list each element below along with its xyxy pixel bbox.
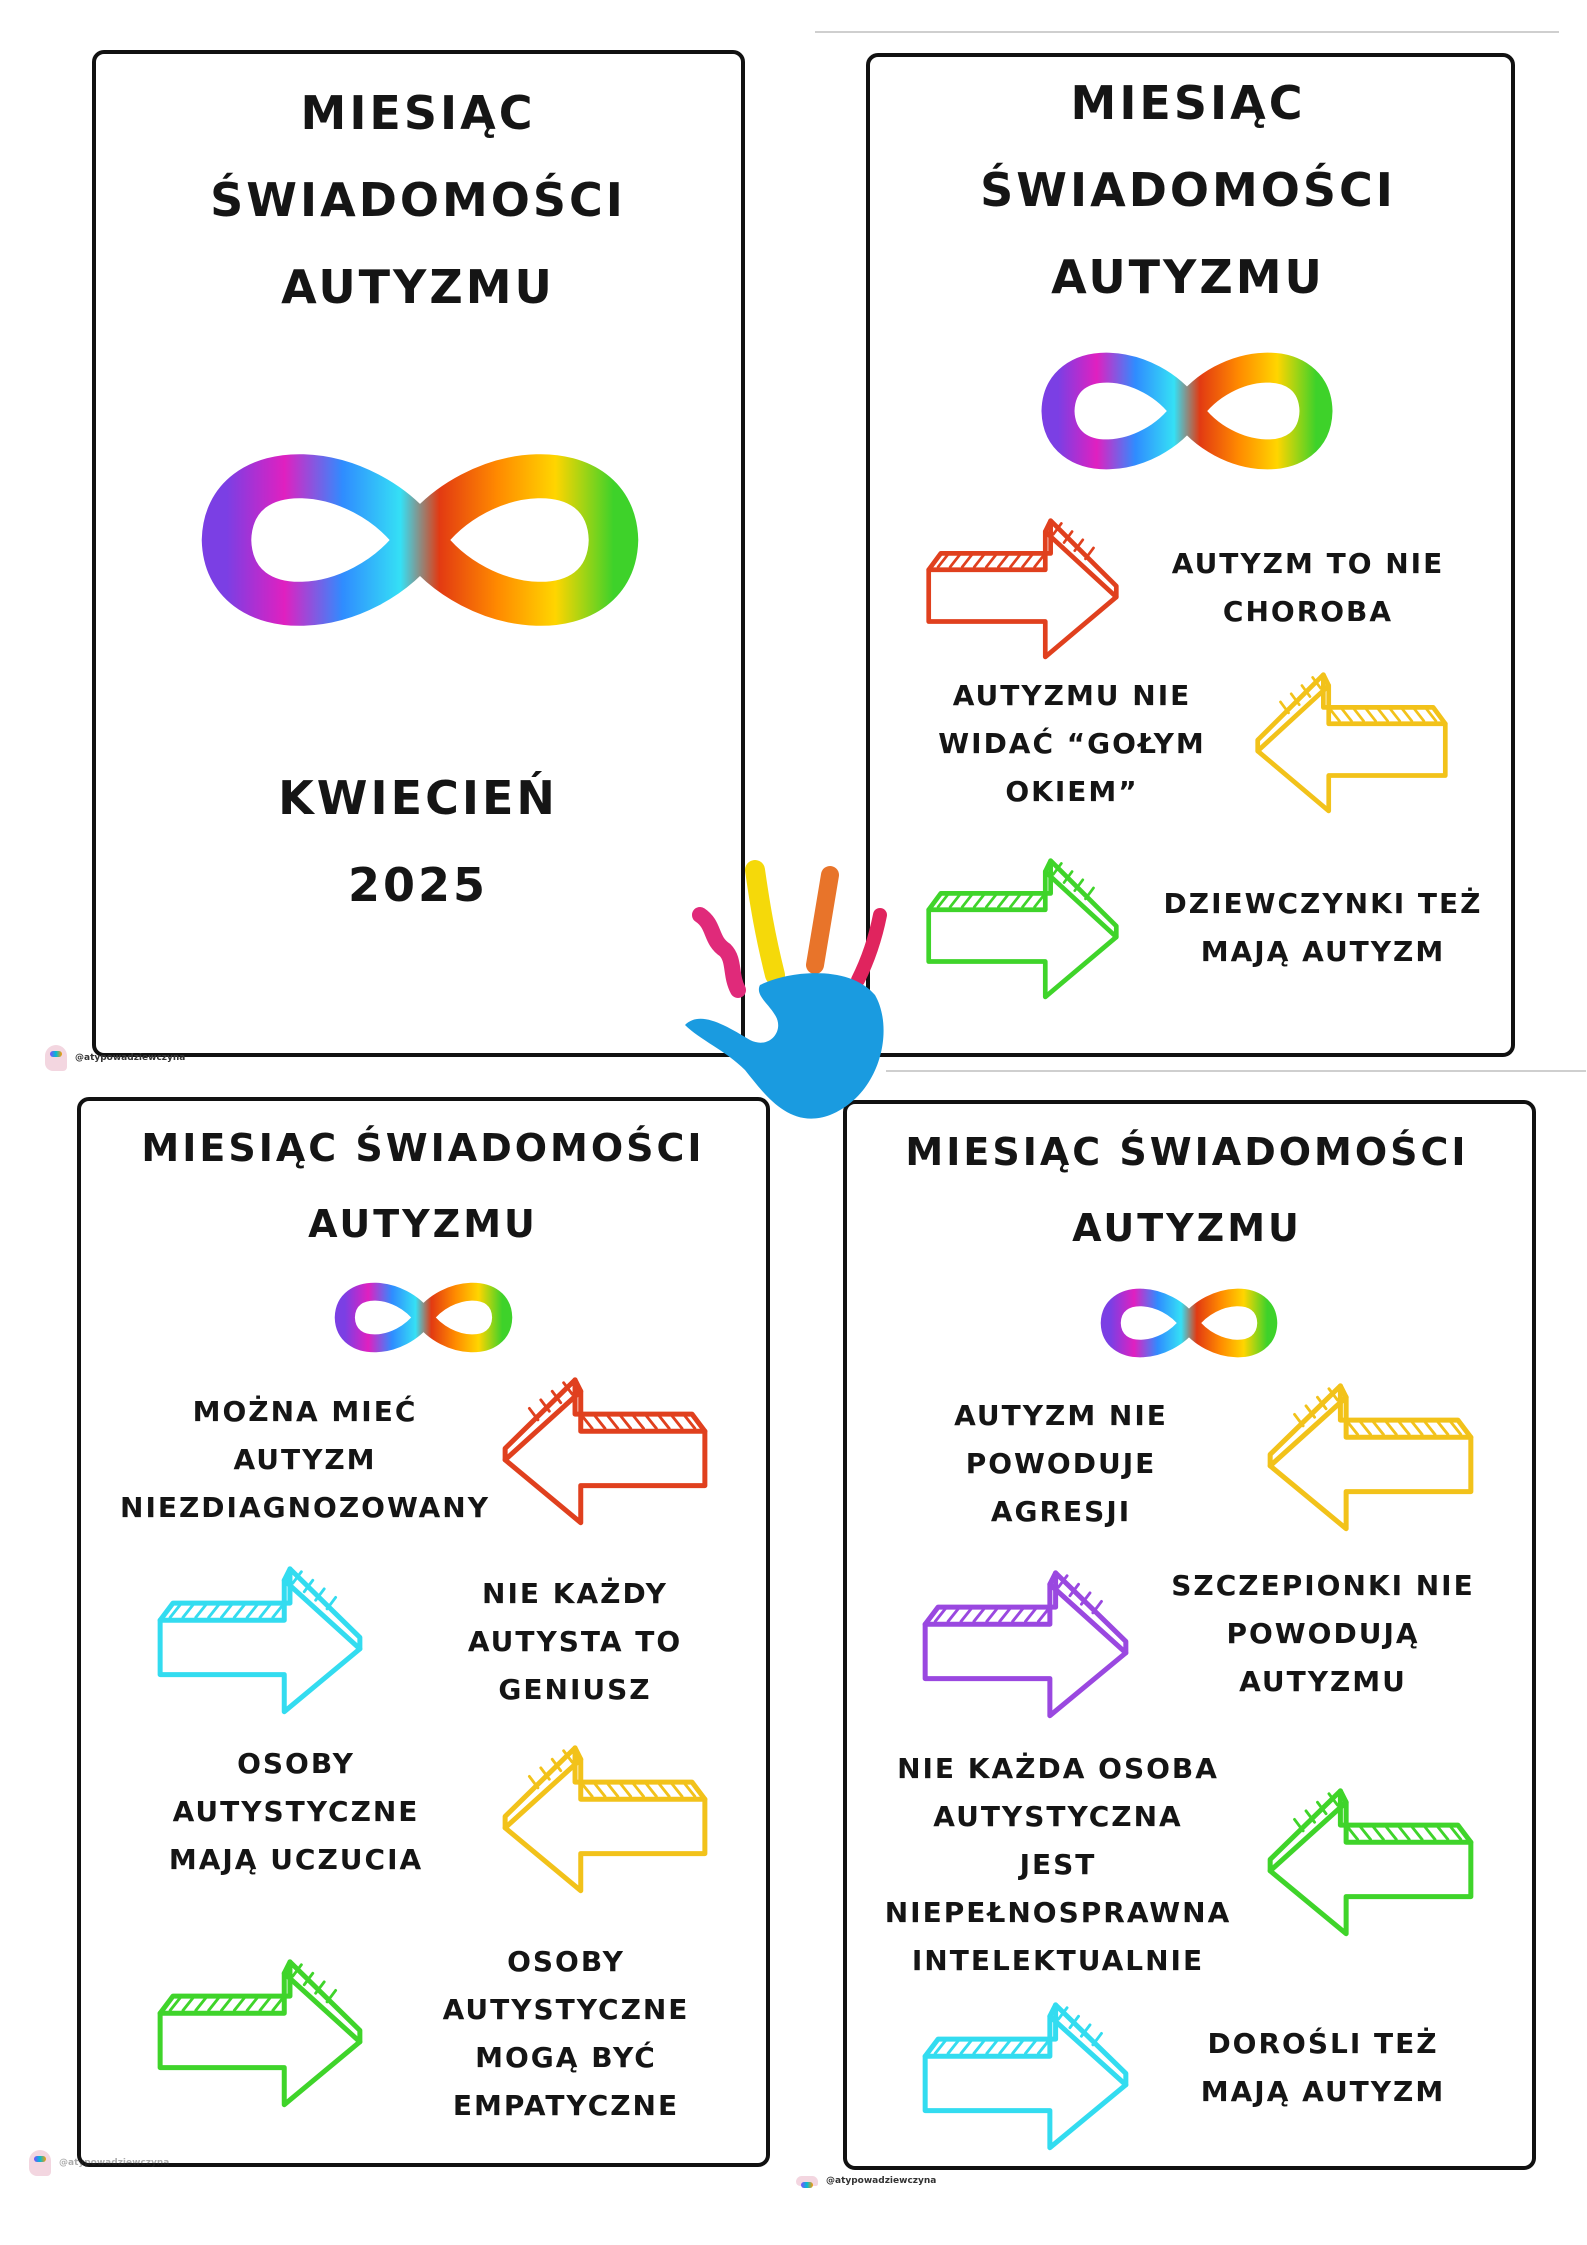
- arrow-right-icon: [922, 1570, 1129, 1719]
- finger-red: [851, 908, 887, 987]
- fact-text-line: MAJĄ AUTYZM: [1200, 935, 1446, 968]
- poster-title: MIESIĄC ŚWIADOMOŚCI AUTYZMU: [210, 70, 626, 331]
- poster-date-line: 2025: [347, 858, 489, 912]
- brain-head-icon: [796, 2176, 818, 2188]
- fact-text-line: NIEZDIAGNOZOWANY: [120, 1491, 490, 1524]
- hand-print-icon: [685, 860, 887, 1119]
- fact-text-line: MAJĄ UCZUCIA: [168, 1843, 424, 1876]
- fact-text-line: EMPATYCZNE: [452, 2089, 680, 2122]
- arrow-left-icon: [502, 1745, 708, 1894]
- fact-text-line: POWODUJĄ: [1226, 1617, 1420, 1650]
- poster-panel-3: [77, 1097, 770, 2167]
- watermark-text: @atypowadziewczyna: [75, 1053, 186, 1063]
- fact-text-line: NIEPEŁNOSPRAWNA: [884, 1896, 1232, 1929]
- fact-text-line: MOGĄ BYĆ: [475, 2041, 657, 2074]
- infinity-symbol-icon: [334, 1282, 513, 1353]
- fact-text: DOROŚLI TEŻ MAJĄ AUTYZM: [1201, 2020, 1445, 2116]
- finger-yellow: [745, 860, 785, 985]
- fact-text-line: NIE KAŻDA OSOBA: [897, 1752, 1219, 1785]
- fact-text-line: OKIEM”: [1005, 775, 1139, 808]
- fact-text: SZCZEPIONKI NIE POWODUJĄ AUTYZMU: [1171, 1562, 1474, 1706]
- fact-text-line: OSOBY: [237, 1747, 355, 1780]
- poster-title-line: MIESIĄC ŚWIADOMOŚCI: [905, 1130, 1469, 1174]
- poster-title-line: MIESIĄC ŚWIADOMOŚCI: [141, 1126, 705, 1170]
- fact-text-line: DOROŚLI TEŻ: [1207, 2027, 1439, 2060]
- fact-text-line: AUTYZM: [233, 1443, 377, 1476]
- poster-title: MIESIĄC ŚWIADOMOŚCI AUTYZMU: [980, 60, 1396, 321]
- finger-pink: [692, 907, 746, 998]
- watermark: @atypowadziewczyna: [29, 2150, 169, 2176]
- fact-text-line: AUTYSTYCZNE: [442, 1993, 690, 2026]
- fact-text-line: WIDAĆ “GOŁYM: [938, 727, 1206, 760]
- poster-title-line: MIESIĄC: [1070, 76, 1306, 130]
- brain-head-icon: [29, 2150, 51, 2176]
- poster-title-line: AUTYZMU: [308, 1202, 538, 1246]
- fact-text-line: AUTYZMU: [1239, 1665, 1407, 1698]
- divider-line: [886, 1070, 1586, 1072]
- fact-text-line: AUTYSTYCZNE: [172, 1795, 420, 1828]
- fact-text-line: INTELEKTUALNIE: [911, 1944, 1205, 1977]
- poster-date-line: KWIECIEŃ: [278, 771, 558, 825]
- fact-text: DZIEWCZYNKI TEŻ MAJĄ AUTYZM: [1164, 880, 1483, 976]
- fact-text: MOŻNA MIEĆ AUTYZM NIEZDIAGNOZOWANY: [120, 1388, 490, 1532]
- poster-title-line: AUTYZMU: [281, 260, 555, 314]
- infinity-symbol-icon: [1041, 352, 1333, 470]
- watermark-text: @atypowadziewczyna: [826, 2176, 937, 2186]
- poster-title-line: MIESIĄC: [300, 86, 536, 140]
- arrow-right-icon: [922, 2002, 1129, 2151]
- fact-text-line: POWODUJE: [965, 1447, 1157, 1480]
- poster-title-line: ŚWIADOMOŚCI: [210, 173, 626, 227]
- fact-text: AUTYZMU NIE WIDAĆ “GOŁYM OKIEM”: [938, 672, 1205, 816]
- fact-text-line: AUTYSTA TO: [467, 1625, 683, 1658]
- fact-text: AUTYZM NIE POWODUJE AGRESJI: [954, 1392, 1168, 1536]
- infinity-symbol-icon: [201, 454, 639, 626]
- fact-text-line: JEST: [1019, 1848, 1097, 1881]
- fact-text-line: SZCZEPIONKI NIE: [1171, 1569, 1475, 1602]
- fact-text-line: DZIEWCZYNKI TEŻ: [1163, 887, 1483, 920]
- palm-blue: [685, 973, 884, 1119]
- arrow-right-icon: [157, 1959, 363, 2108]
- arrow-right-icon: [926, 858, 1119, 1000]
- watermark: @atypowadziewczyna: [796, 2176, 937, 2188]
- brain-head-icon: [45, 1045, 67, 1071]
- fact-text: NIE KAŻDY AUTYSTA TO GENIUSZ: [468, 1570, 682, 1714]
- poster-title: MIESIĄC ŚWIADOMOŚCI AUTYZMU: [141, 1110, 704, 1262]
- arrow-right-icon: [157, 1566, 363, 1715]
- arrow-left-icon: [1267, 1383, 1474, 1532]
- arrow-left-icon: [1267, 1788, 1474, 1937]
- fact-text-line: CHOROBA: [1222, 595, 1394, 628]
- fact-text-line: NIE KAŻDY: [482, 1577, 668, 1610]
- fact-text-line: AUTYSTYCZNA: [933, 1800, 1183, 1833]
- poster-date: KWIECIEŃ 2025: [278, 755, 558, 929]
- fact-text-line: AUTYZM TO NIE: [1171, 547, 1445, 580]
- poster-title-line: ŚWIADOMOŚCI: [980, 163, 1396, 217]
- fact-text-line: AGRESJI: [990, 1495, 1132, 1528]
- poster-title: MIESIĄC ŚWIADOMOŚCI AUTYZMU: [905, 1114, 1468, 1266]
- arrow-left-icon: [502, 1377, 708, 1526]
- fact-text-line: OSOBY: [507, 1945, 625, 1978]
- watermark: @atypowadziewczyna: [45, 1045, 185, 1071]
- finger-orange: [806, 866, 839, 974]
- infinity-symbol-icon: [1100, 1288, 1278, 1358]
- fact-text: OSOBY AUTYSTYCZNE MOGĄ BYĆ EMPATYCZNE: [443, 1938, 690, 2130]
- fact-text-line: MOŻNA MIEĆ: [192, 1395, 418, 1428]
- watermark-text: @atypowadziewczyna: [59, 2158, 170, 2168]
- fact-text: OSOBY AUTYSTYCZNE MAJĄ UCZUCIA: [169, 1740, 423, 1884]
- fact-text-line: GENIUSZ: [498, 1673, 652, 1706]
- poster-title-line: AUTYZMU: [1051, 250, 1325, 304]
- fact-text-line: MAJĄ AUTYZM: [1200, 2075, 1446, 2108]
- poster-title-line: AUTYZMU: [1072, 1206, 1302, 1250]
- fact-text: AUTYZM TO NIE CHOROBA: [1172, 540, 1444, 636]
- divider-line: [815, 31, 1559, 33]
- fact-text: NIE KAŻDA OSOBA AUTYSTYCZNA JEST NIEPEŁNOSP…: [885, 1745, 1232, 1985]
- arrow-right-icon: [926, 518, 1119, 660]
- poster-panel-4: [843, 1100, 1536, 2170]
- fact-text-line: AUTYZMU NIE: [952, 679, 1192, 712]
- arrow-left-icon: [1255, 672, 1448, 814]
- fact-text-line: AUTYZM NIE: [954, 1399, 1168, 1432]
